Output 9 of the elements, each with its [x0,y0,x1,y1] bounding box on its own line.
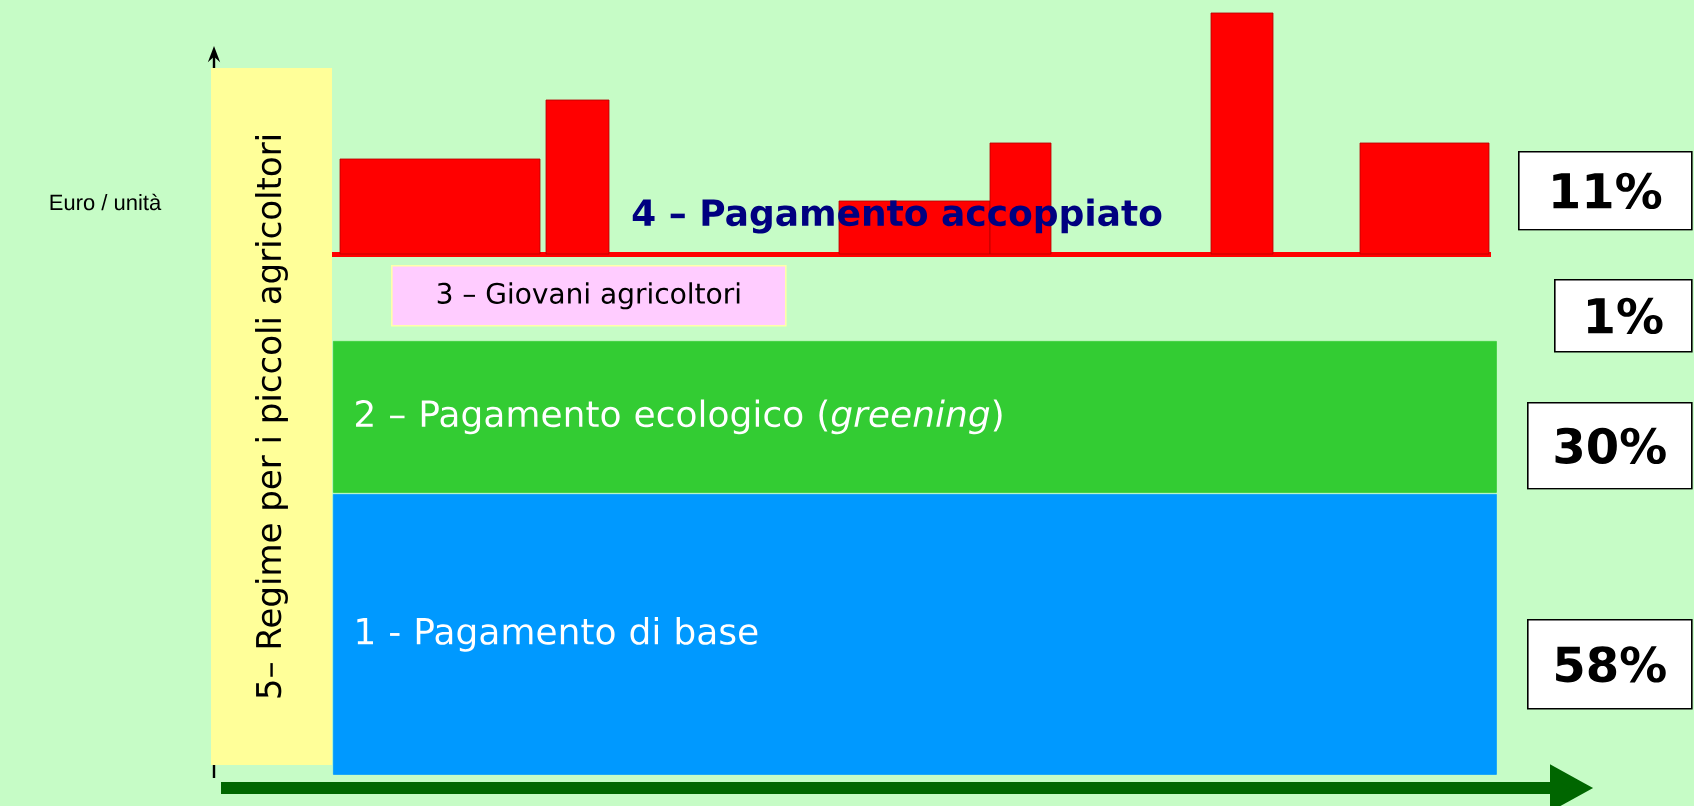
label-box: 58% [1527,619,1693,710]
vertical-band: 5– Regime per i piccoli agricoltori [211,68,332,765]
label-box: 1% [1554,279,1693,353]
payment-band: 1 - Pagamento di base [333,494,1497,775]
axis-label: Euro / unità [50,193,162,211]
payment-band: 2 – Pagamento ecologico (greening) [333,341,1497,493]
label-box: 30% [1527,402,1693,490]
label-box: 11% [1518,151,1693,231]
label-box: 3 – Giovani agricoltori [391,265,787,327]
